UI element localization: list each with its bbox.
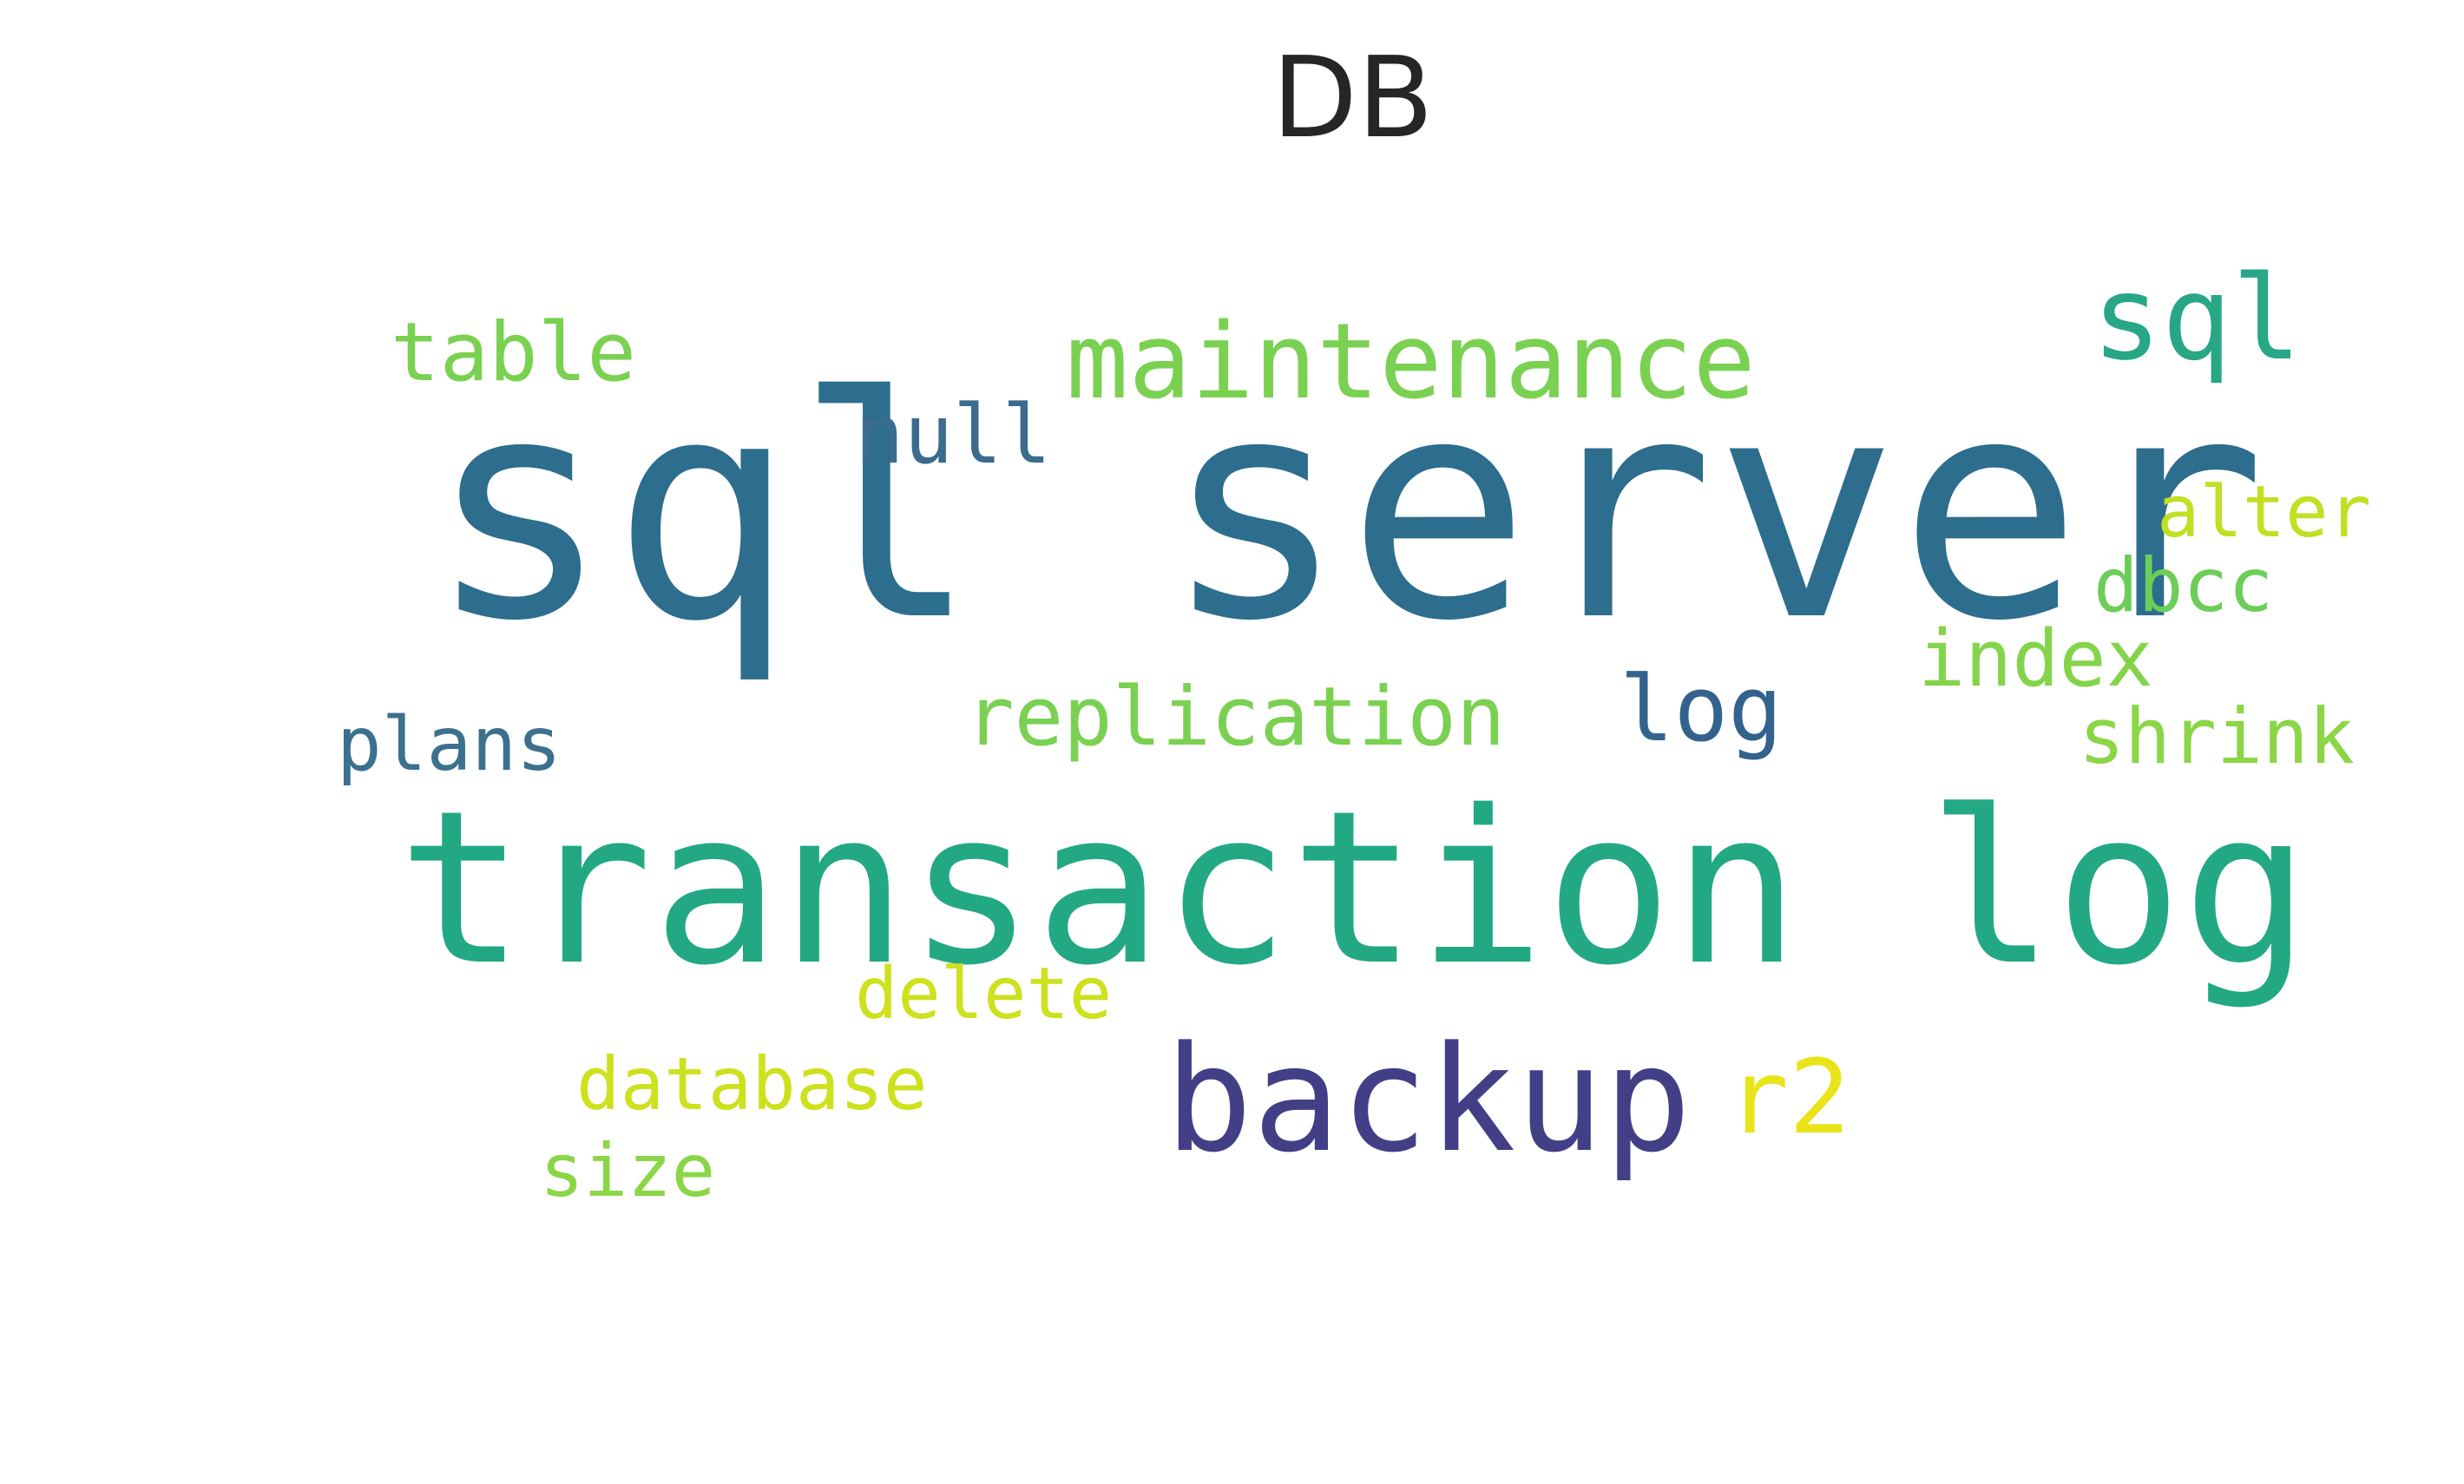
word-delete: delete bbox=[855, 953, 1113, 1035]
word-sql-server: sql server bbox=[427, 332, 2267, 688]
word-r2: r2 bbox=[1727, 1037, 1851, 1157]
word-plans: plans bbox=[337, 701, 562, 788]
word-backup: backup bbox=[1165, 1015, 1692, 1185]
word-sql: sql bbox=[2092, 251, 2303, 386]
word-database: database bbox=[576, 1041, 928, 1126]
word-table: table bbox=[391, 305, 636, 400]
word-dbcc: dbcc bbox=[2093, 542, 2274, 629]
word-index: index bbox=[1918, 614, 2153, 705]
word-transaction-log: transaction log bbox=[398, 765, 2310, 1012]
word-replication: replication bbox=[965, 670, 1506, 765]
word-maintenance: maintenance bbox=[1066, 302, 1756, 423]
word-log: log bbox=[1620, 656, 1783, 762]
word-null: null bbox=[855, 388, 1052, 483]
word-shrink: shrink bbox=[2079, 692, 2355, 781]
chart-title: DB bbox=[1271, 34, 1434, 163]
word-alter: alter bbox=[2157, 471, 2371, 554]
word-size: size bbox=[540, 1128, 716, 1213]
